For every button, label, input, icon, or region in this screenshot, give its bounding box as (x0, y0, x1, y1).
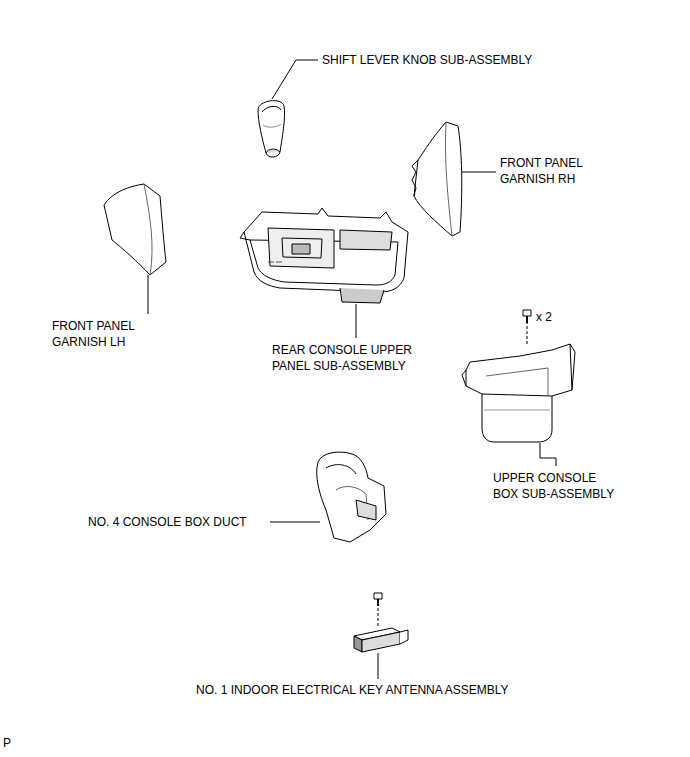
shift-knob (258, 101, 285, 157)
part-name: NO. 4 CONSOLE BOX DUCT (88, 514, 247, 530)
garnish-rh (412, 122, 462, 236)
part-name: REAR CONSOLE UPPER PANEL SUB-ASSEMBLY (272, 342, 415, 374)
upper-console-box (462, 310, 575, 442)
key-antenna (354, 593, 408, 652)
console-box-duct (317, 452, 386, 542)
part-name: SHIFT LEVER KNOB SUB-ASSEMBLY (322, 52, 532, 68)
part-name: FRONT PANEL GARNISH LH (52, 318, 137, 350)
part-name: FRONT PANEL GARNISH RH (500, 155, 585, 187)
leader-lines (148, 60, 556, 679)
console-upper-panel (240, 208, 408, 303)
quantity-note: x 2 (536, 309, 552, 325)
garnish-lh (104, 184, 166, 275)
part-name: NO. 1 INDOOR ELECTRICAL KEY ANTENNA ASSE… (196, 682, 509, 698)
page-code: P (3, 735, 11, 751)
part-name: UPPER CONSOLE BOX SUB-ASSEMBLY (493, 470, 617, 502)
